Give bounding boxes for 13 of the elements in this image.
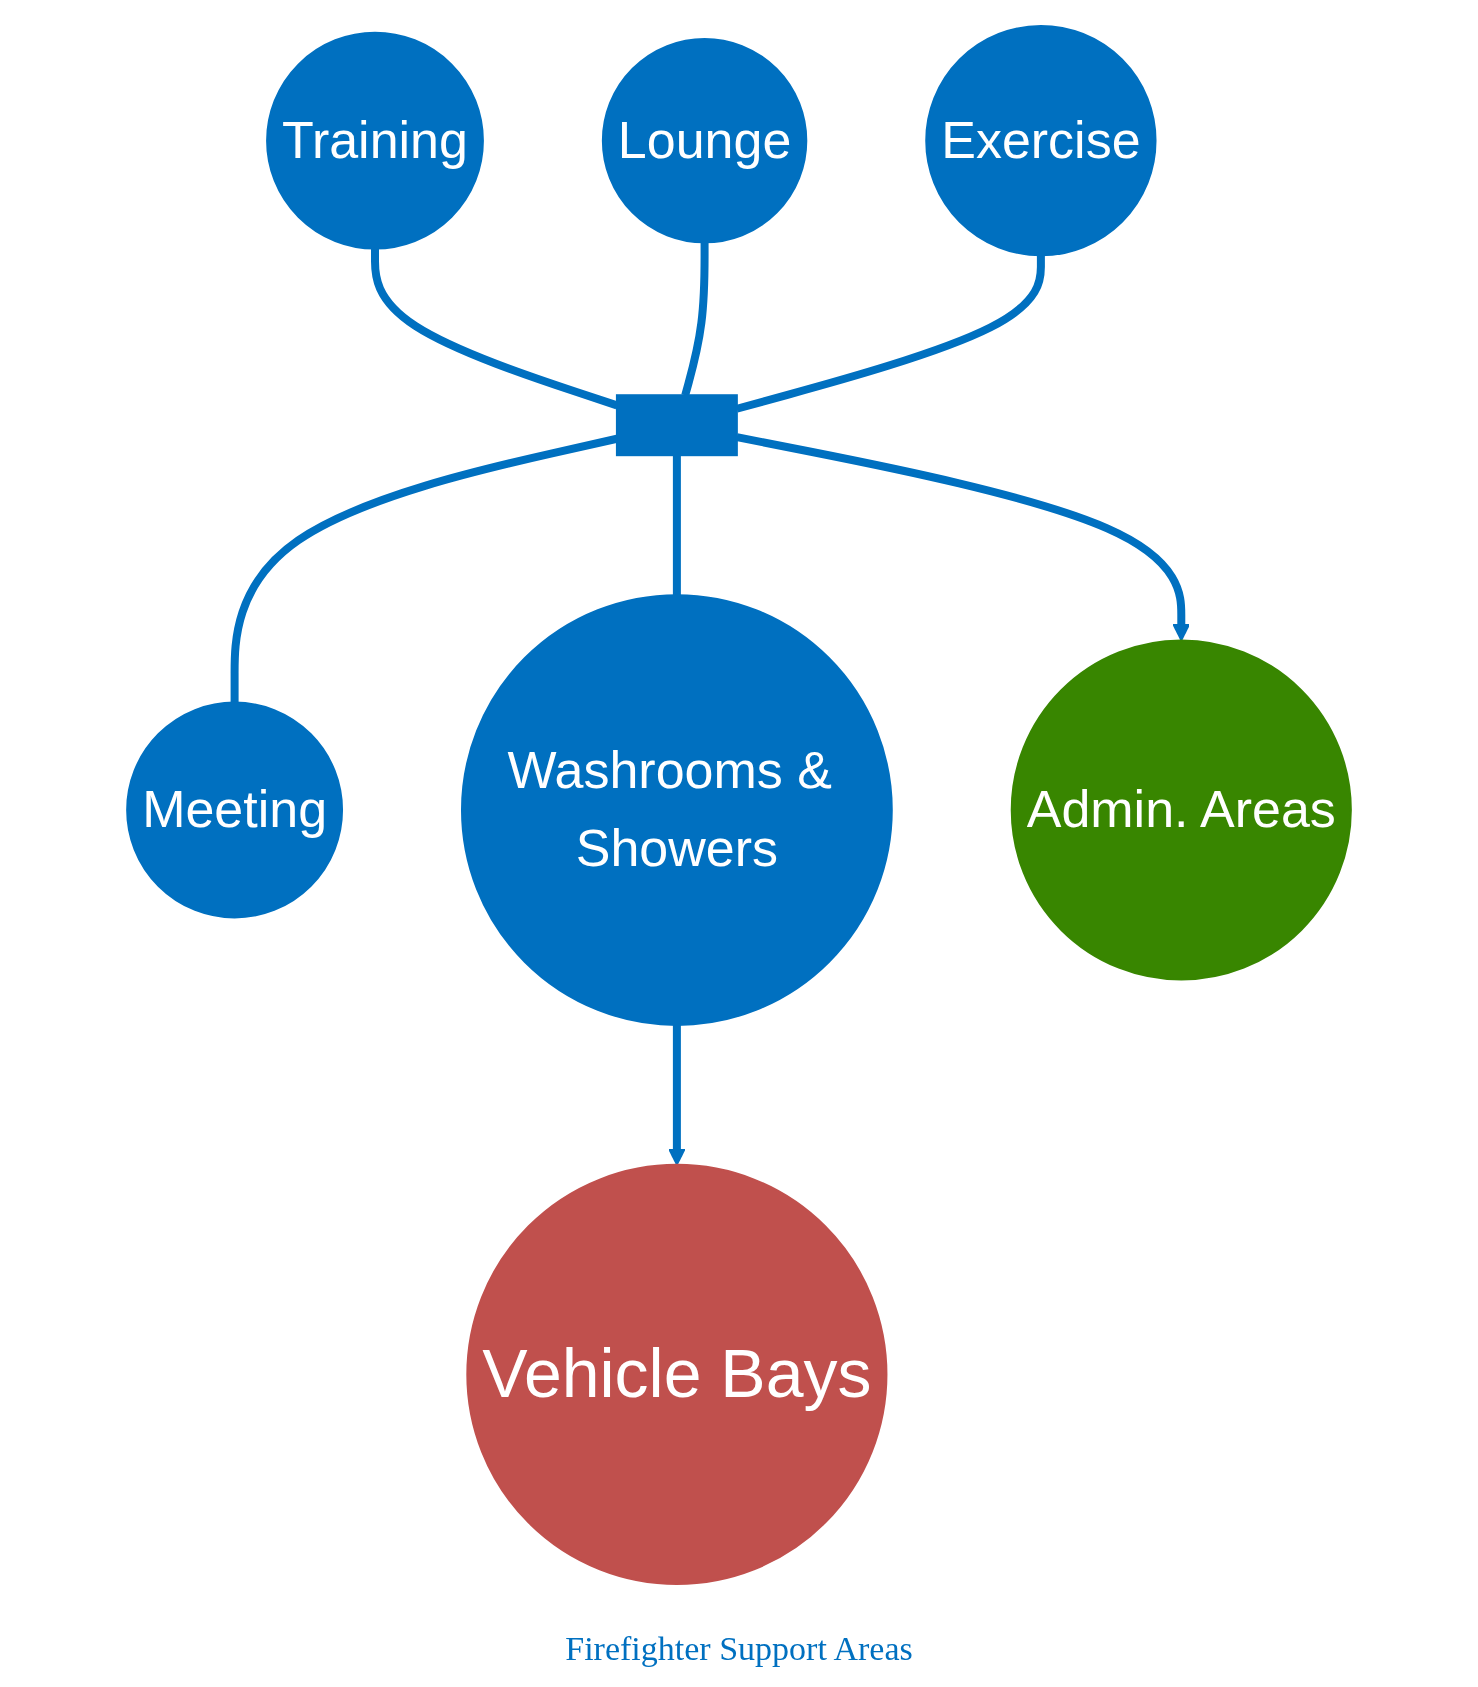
node-circle: Washrooms & Showers	[461, 594, 893, 1026]
node-circle: Admin. Areas	[1010, 639, 1352, 981]
node-bar	[615, 394, 738, 457]
node-circle: Meeting	[126, 701, 344, 919]
arrow	[668, 1024, 686, 1166]
node-circle: Vehicle Bays	[466, 1163, 888, 1585]
arrow	[736, 433, 1191, 642]
connector	[681, 242, 709, 397]
node-circle: Training	[266, 31, 484, 250]
node-circle: Exercise	[925, 25, 1157, 257]
node-circle: Lounge	[601, 37, 808, 244]
caption: Firefighter Support Areas	[565, 1630, 913, 1667]
connector	[672, 455, 681, 596]
